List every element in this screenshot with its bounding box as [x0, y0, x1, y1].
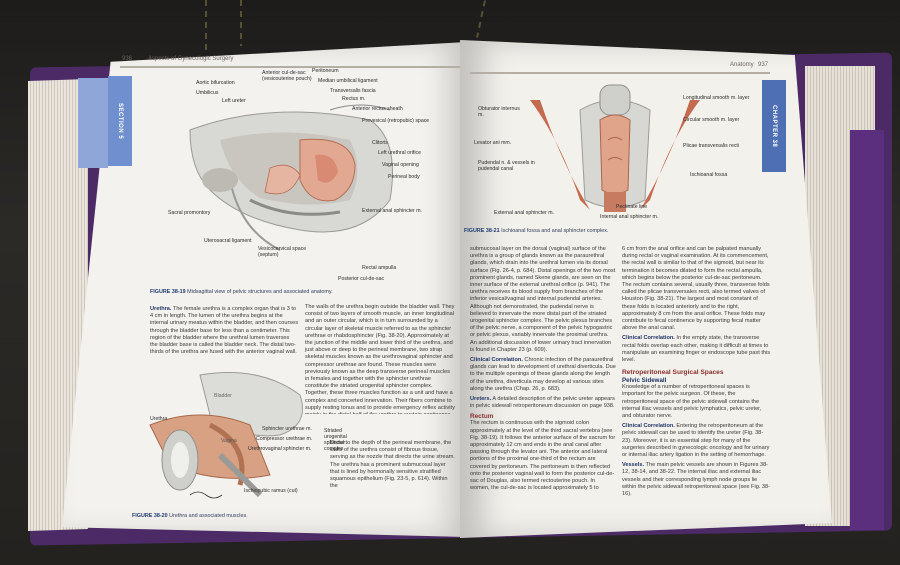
fig19-label: Rectus m.: [342, 96, 366, 102]
fig19-label: Umbilicus: [196, 90, 219, 96]
fig19-label: Aortic bifurcation: [196, 80, 235, 86]
fig19-label: Sacral promontory: [168, 210, 211, 216]
clinical-correlation-3: Clinical Correlation. Entering the retro…: [622, 423, 772, 459]
caption-text: Urethra and associated muscles.: [169, 513, 248, 519]
fig21-label: Internal anal sphincter m.: [600, 214, 659, 220]
urethra-body: The female urethra is a complex organ th…: [150, 306, 299, 356]
vessels-heading: Vessels.: [622, 462, 645, 469]
caption-text: Ischioanal fossa and anal sphincter comp…: [501, 228, 609, 234]
figure-38-20-illustration: [149, 372, 303, 499]
fig19-label: Clitoris: [372, 140, 388, 146]
figure-number: FIGURE 38-19: [150, 289, 186, 295]
clinical-correlation-1: Clinical Correlation. Chronic infection …: [470, 357, 616, 393]
header-rule: [120, 66, 460, 68]
urethra-paragraph: Urethra. The female urethra is a complex…: [150, 306, 298, 356]
ureters-paragraph: Ureters. A detailed description of the p…: [470, 396, 616, 410]
fig19-label: Prevesical (retropubic) space: [362, 118, 430, 124]
clinical-correlation-2: Clinical Correlation. In the empty state…: [622, 335, 772, 364]
fig21-label: Circular smooth m. layer: [683, 117, 740, 123]
fig21-label: Levator ani mm.: [474, 140, 512, 146]
right-page-number: 937: [758, 62, 769, 68]
fig20-label: Urethrovaginal sphincter m.: [248, 446, 312, 452]
right-column-1: submucosal layer on the dorsal (vaginal)…: [470, 246, 616, 531]
fig19-label: Anterior rectus sheath: [352, 106, 403, 112]
clinical-body: Entering the retroperitoneum at the pelv…: [622, 423, 770, 459]
vessels-paragraph: Vessels. The main pelvic vessels are sho…: [622, 462, 772, 498]
figure-number: FIGURE 38-20: [132, 513, 168, 519]
fig19-label: Vaginal opening: [382, 162, 419, 168]
vessels-body: The main pelvic vessels are shown in Fig…: [622, 462, 770, 498]
retroperitoneal-heading: Retroperitoneal Surgical Spaces: [622, 369, 724, 377]
fig20-label: Bladder: [214, 393, 232, 399]
clinical-body: In the empty state, the transverse recta…: [622, 335, 771, 364]
clinical-heading: Clinical Correlation.: [470, 357, 523, 364]
urethra-heading: Urethra.: [150, 306, 172, 312]
ureters-body: A detailed description of the pelvic ure…: [470, 396, 615, 410]
pelvic-sidewall-heading: Pelvic Sidewall: [622, 377, 667, 385]
chapter-tab: CHAPTER 38: [762, 80, 786, 172]
figure-38-19-caption: FIGURE 38-19 Midsagittal view of pelvic …: [150, 289, 333, 295]
fig20-label: Urethra: [150, 416, 168, 422]
fig21-label: Longitudinal smooth m. layer: [683, 95, 750, 101]
fig21-label: Pudendal n. & vessels in pudendal canal: [478, 160, 535, 172]
fig19-label: Vesicocervical space (septum): [258, 246, 307, 258]
fig19-label: External anal sphincter m.: [362, 208, 422, 214]
rectum-body: The rectum is continuous with the sigmoi…: [470, 420, 616, 492]
figure-38-21-caption: FIGURE 38-21 Ischioanal fossa and anal s…: [464, 228, 608, 234]
fig20-label: Sphincter urethrae m.: [262, 426, 312, 432]
left-running-head: Aspects of Gynecologic Surgery: [148, 56, 234, 62]
rectum-heading: Rectum: [470, 413, 494, 421]
left-column-2-text: The walls of the urethra begin outside t…: [305, 304, 455, 414]
fig19-label: Posterior cul-de-sac: [338, 276, 385, 282]
section-tab: SECTION 5: [108, 76, 132, 166]
right-running-head: Anatomy: [730, 62, 754, 68]
fig19-label: Peritoneum: [312, 68, 339, 74]
fig21-label: Ischioanal fossa: [690, 172, 728, 178]
seam-stitch: [205, 0, 207, 50]
fig21-label: Obturator internus m.: [478, 106, 520, 118]
fig19-label: Left ureter: [222, 98, 246, 104]
rectum-continued-text: 6 cm from the anal orifice and can be pa…: [622, 246, 770, 332]
fig20-label: Ischiopubic ramus (cut): [244, 488, 298, 494]
clinical-heading: Clinical Correlation.: [622, 423, 675, 430]
fig20-label: Compressor urethrae m.: [256, 436, 313, 442]
fig20-label: Striated urogenital sphincter complex: [324, 428, 347, 452]
fig19-label: Left urethral orifice: [378, 150, 421, 156]
book-spine-right: [850, 130, 884, 530]
fig21-label: External anal sphincter m.: [494, 210, 554, 216]
left-page-number: 936: [122, 56, 133, 62]
fig20-label: Vagina: [221, 438, 237, 444]
clinical-heading: Clinical Correlation.: [622, 335, 675, 342]
figure-38-19-illustration: [189, 104, 393, 251]
clinical-body: Chronic infection of the paraurethral gl…: [470, 357, 616, 392]
fig21-label: Pectinate line: [616, 204, 648, 210]
fig19-label: Transversalis fascia: [330, 88, 376, 94]
caption-text: Midsagittal view of pelvic structures an…: [187, 289, 333, 295]
left-column-2-text-b: Distal to the depth of the perineal memb…: [330, 440, 455, 490]
fig19-label: Perineal body: [388, 174, 420, 180]
fig19-label: Uterosacral ligament: [204, 238, 252, 244]
header-rule: [470, 72, 770, 74]
urethra-continued-text: submucosal layer on the dorsal (vaginal)…: [470, 246, 616, 353]
fig19-label: Median umbilical ligament: [318, 78, 378, 84]
fig19-label: Anterior cul-de-sac (vesicouterine pouch…: [262, 70, 312, 82]
figure-38-20-caption: FIGURE 38-20 Urethra and associated musc…: [132, 513, 248, 519]
figure-number: FIGURE 38-21: [464, 228, 500, 234]
section-tab-outer: [78, 78, 108, 168]
fig19-label: Rectal ampulla: [362, 265, 397, 271]
fig21-label: Plicae transversalis recti: [683, 143, 739, 149]
seam-stitch: [240, 0, 242, 46]
right-column-2: 6 cm from the anal orifice and can be pa…: [622, 246, 772, 531]
pelvic-sidewall-body: Knowledge of a number of retroperitoneal…: [622, 384, 762, 420]
figure-38-21-illustration: [530, 84, 700, 212]
ureters-heading: Ureters.: [470, 396, 492, 403]
